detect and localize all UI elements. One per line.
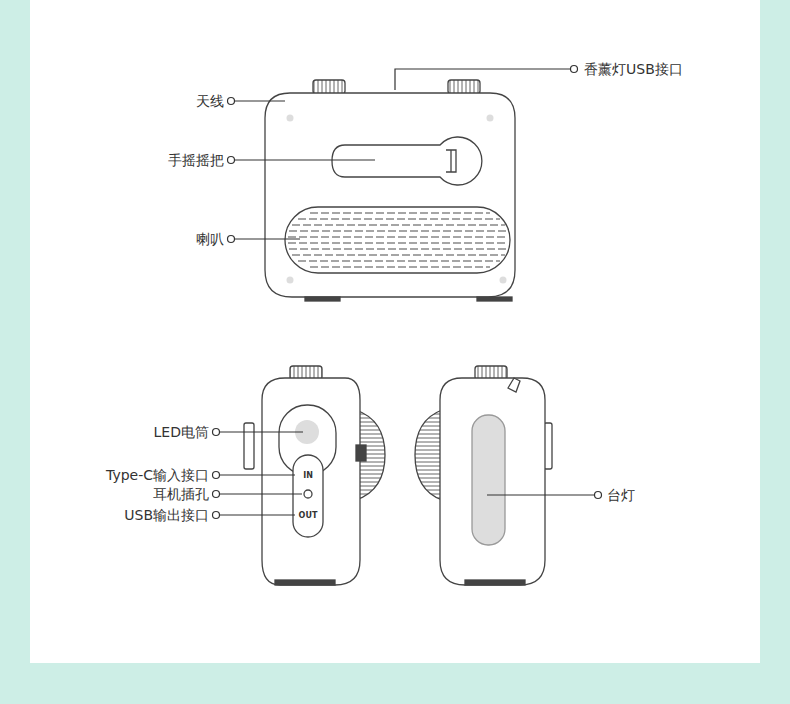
part-label: USB输出接口 — [124, 507, 209, 523]
port-mark: OUT — [299, 511, 318, 520]
part-label: Type-C输入接口 — [106, 467, 209, 483]
part-label: 手摇摇把 — [168, 152, 224, 168]
part-label: LED电筒 — [154, 424, 209, 440]
part-label: 耳机插孔 — [153, 486, 209, 502]
part-label: 香薰灯USB接口 — [584, 61, 683, 77]
part-label: 天线 — [196, 93, 224, 109]
part-label: 台灯 — [607, 487, 635, 503]
port-mark: IN — [303, 471, 313, 480]
part-label: 喇叭 — [196, 231, 224, 247]
